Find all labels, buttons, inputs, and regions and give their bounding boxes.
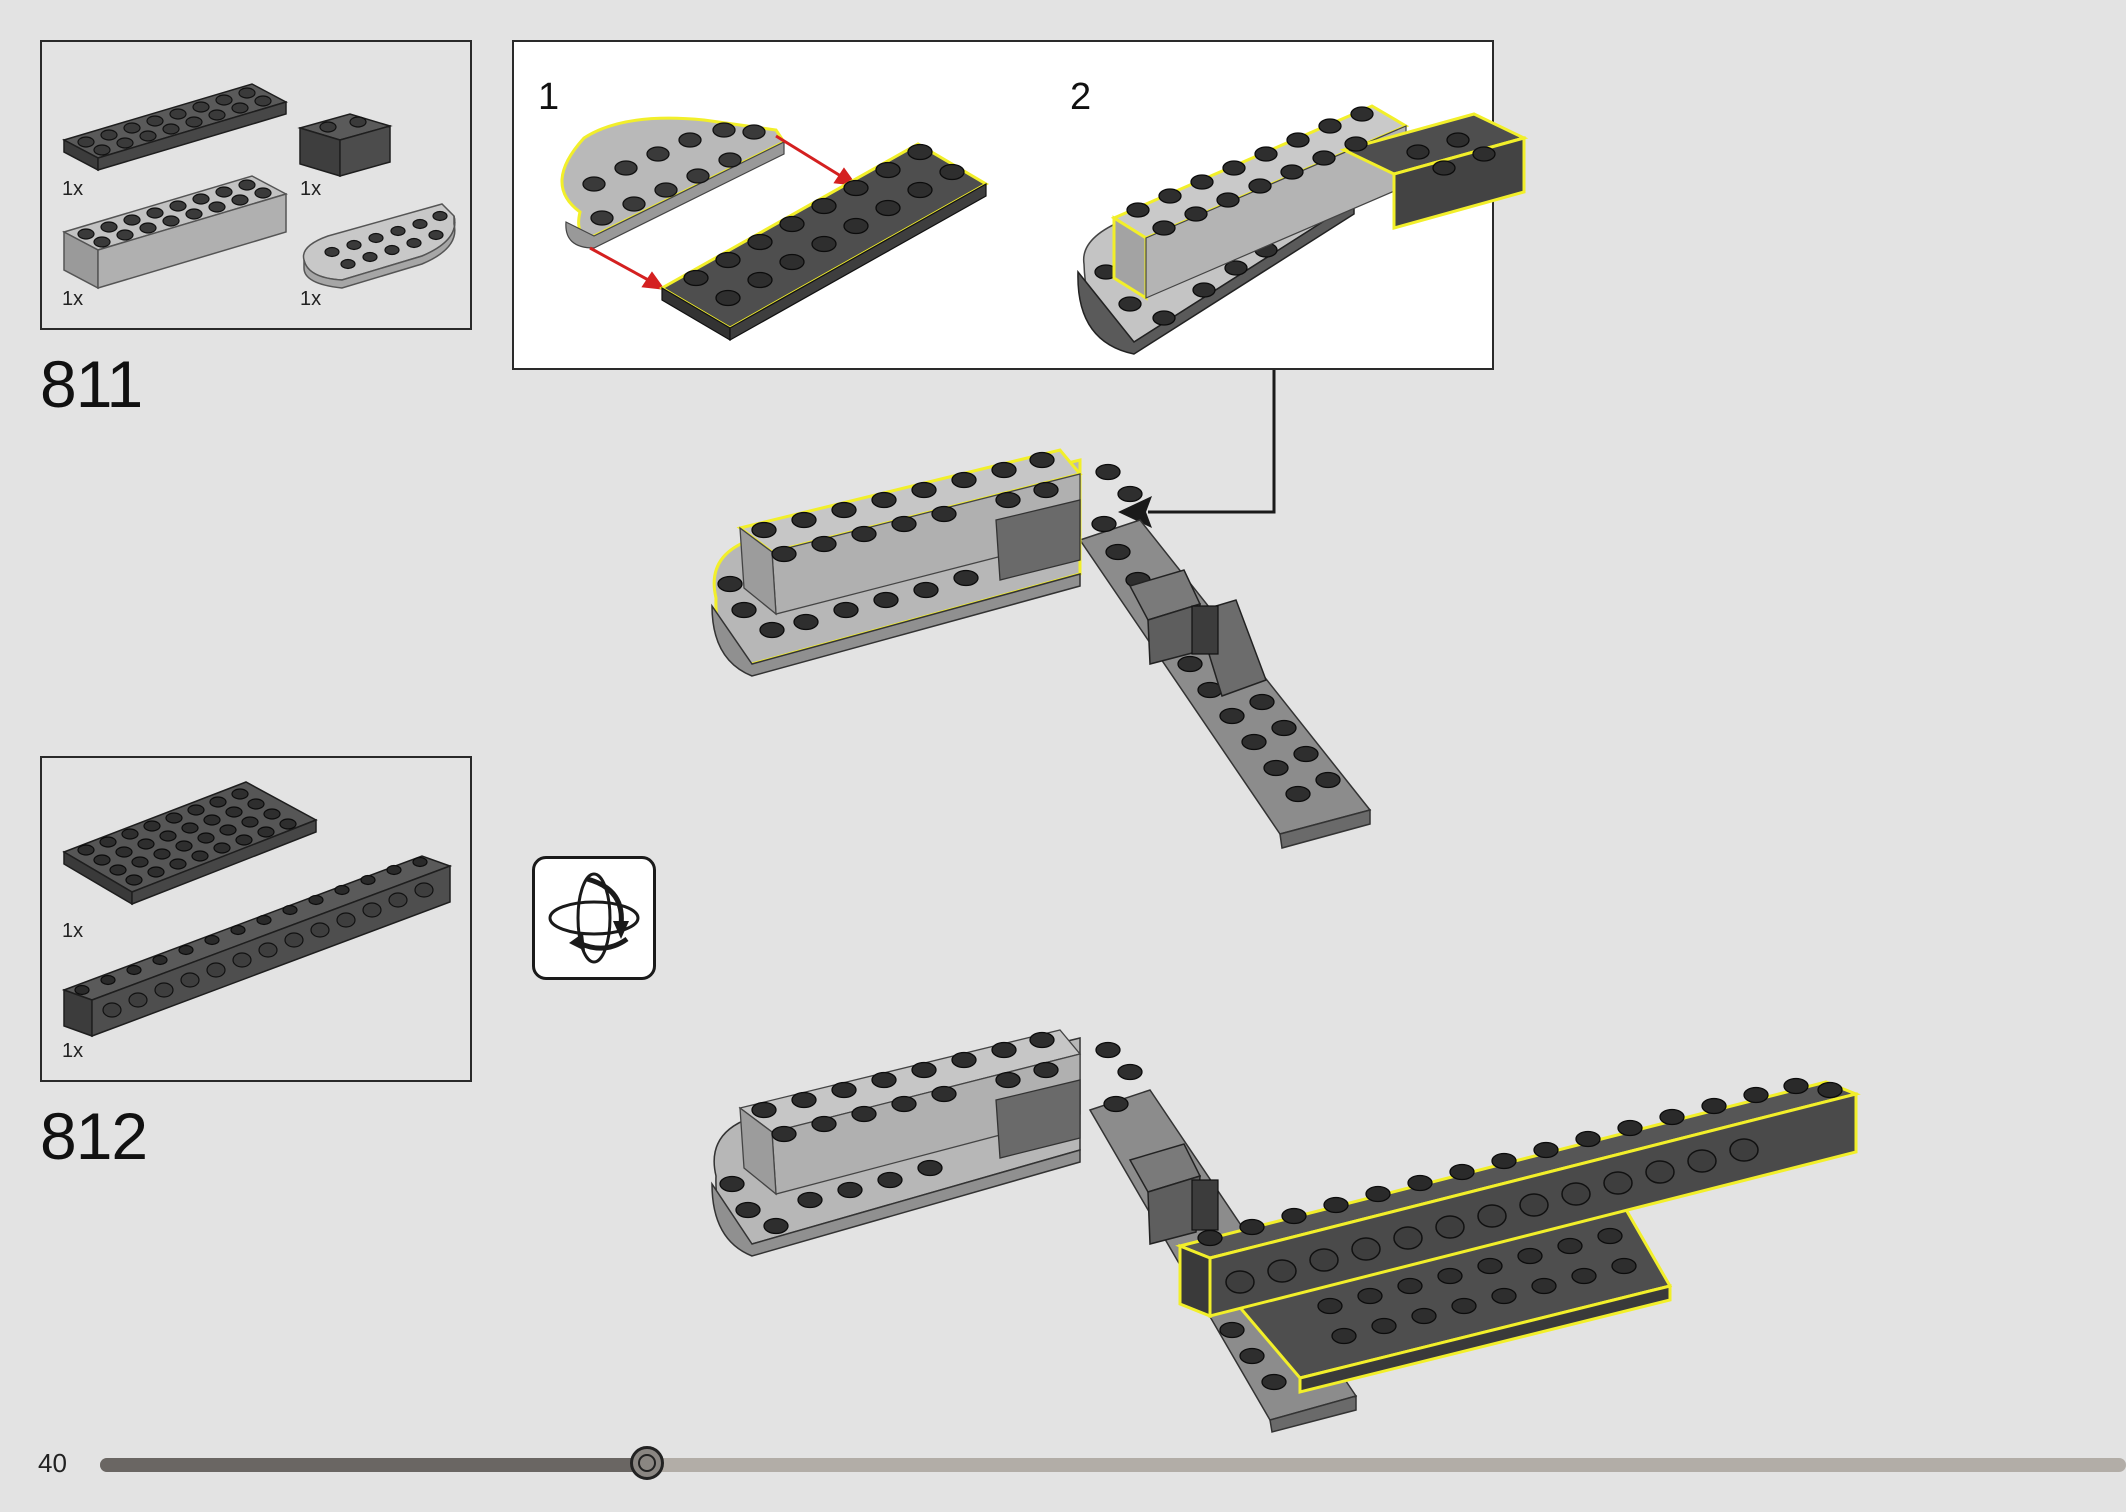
part-plate-4x8-dark bbox=[62, 781, 318, 906]
progress-bar bbox=[100, 1446, 2126, 1480]
substep-1-dark-plate bbox=[658, 142, 990, 342]
progress-knob bbox=[630, 1446, 664, 1480]
step-number-811: 811 bbox=[40, 347, 143, 421]
substep-number: 1 bbox=[538, 76, 560, 118]
callout-pointer bbox=[1118, 370, 1276, 528]
part-qty: 1x bbox=[300, 288, 322, 310]
progress-fill bbox=[100, 1458, 647, 1472]
part-qty: 1x bbox=[62, 920, 84, 942]
parts-list-box-812: 1x 1x bbox=[40, 756, 472, 1082]
substep-2-assembly bbox=[1077, 104, 1529, 355]
part-brick-1x2-dark bbox=[297, 113, 393, 178]
substep-number: 2 bbox=[1070, 76, 1092, 118]
part-brick-2x8-light bbox=[62, 175, 288, 290]
parts-illustration-812 bbox=[61, 781, 453, 1038]
part-qty: 1x bbox=[62, 178, 84, 200]
part-qty: 1x bbox=[62, 288, 84, 310]
rotate-arrows-glyph bbox=[548, 872, 640, 964]
rotate-model-icon bbox=[532, 856, 656, 980]
model-step-811 bbox=[711, 448, 1372, 849]
part-plate-2x8-dark bbox=[62, 83, 288, 172]
part-qty: 1x bbox=[62, 1040, 84, 1062]
step-number-812: 812 bbox=[40, 1099, 148, 1173]
parts-list-box-811: 1x 1x 1x 1x bbox=[40, 40, 472, 330]
substep-1-round-plate bbox=[560, 116, 787, 249]
parts-illustration-811 bbox=[62, 83, 456, 290]
page-number: 40 bbox=[38, 1448, 67, 1478]
subassembly-callout: 1 2 bbox=[512, 40, 1529, 370]
subassembly-illustration bbox=[560, 104, 1529, 355]
assembly-arrows bbox=[589, 134, 858, 290]
part-qty: 1x bbox=[300, 178, 322, 200]
part-technic-brick-1x14-dark bbox=[61, 855, 453, 1038]
model-step-812 bbox=[711, 1029, 1861, 1433]
part-plate-round-corner-light bbox=[302, 203, 456, 289]
